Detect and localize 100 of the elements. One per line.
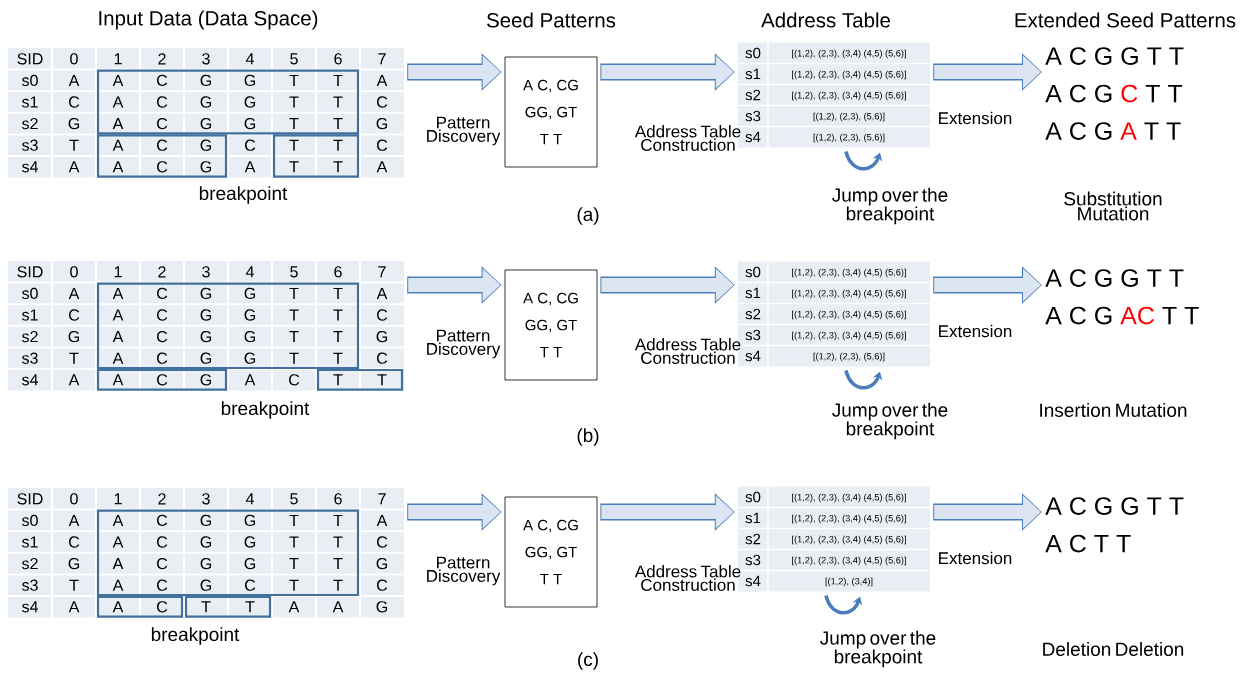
sequence-id: s3 (22, 139, 38, 151)
base-letter: G (200, 117, 212, 130)
column-number: 1 (114, 493, 122, 505)
address-list: [(1,2), (2,3), (3,4) (4,5) (5,6)] (792, 70, 906, 80)
base-letter: G (244, 117, 256, 130)
edge-label: Address Table Construction (634, 338, 741, 364)
base-letter: A (244, 374, 256, 386)
base-letter: C (377, 139, 388, 151)
base-letter: G (376, 330, 388, 343)
base-letter: A (112, 374, 124, 386)
base-letter: C (157, 557, 168, 570)
address-list: [(1,2), (2,3), (3,4) (4,5) (5,6)] (792, 535, 906, 545)
sequence-id: s1 (22, 96, 38, 108)
base-letter: C (377, 96, 388, 108)
base-letter: A (68, 514, 80, 526)
base-letter: T (201, 601, 211, 613)
sequence-id: s2 (745, 89, 761, 101)
base-letter: T (333, 118, 343, 130)
base-letter: G (68, 557, 80, 570)
base-letter: T (69, 139, 79, 151)
column-number: 2 (158, 493, 166, 505)
sequence-id: s0 (745, 47, 761, 59)
sequence-id: s1 (745, 68, 761, 80)
column-number: 6 (334, 53, 342, 65)
sequence-id: s4 (22, 601, 38, 613)
base-letter: T (377, 374, 387, 386)
base-letter: A (288, 601, 300, 613)
base-letter: A (112, 352, 124, 364)
base-letter: T (333, 96, 343, 108)
column-number: 5 (290, 493, 298, 505)
sequence-id: s2 (745, 308, 761, 320)
base-letter: T (289, 558, 299, 570)
base-letter: A (68, 287, 80, 299)
panel-letter: (c) (578, 652, 598, 670)
base-letter: G (200, 536, 212, 548)
sequence-id: s3 (745, 554, 761, 566)
mutation-caption: Substitution Mutation (1064, 191, 1162, 221)
base-letter: A (68, 74, 80, 86)
base-letter: A (332, 601, 344, 613)
base-letter: G (200, 557, 212, 570)
base-letter: T (333, 309, 343, 321)
seed-pattern-box: A C, CG GG, GT T T (504, 56, 598, 168)
base-letter: A (112, 118, 124, 130)
address-list: [(1,2), (2,3), (5,6)] (813, 133, 885, 143)
base-letter: G (200, 309, 212, 321)
column-number: 0 (70, 493, 78, 505)
base-letter: G (200, 579, 212, 591)
base-letter: C (377, 579, 388, 591)
address-list: [(1,2), (2,3), (5,6)] (813, 112, 885, 122)
seed-pattern-box: A C, CG GG, GT T T (504, 496, 598, 608)
edge-label: Address Table Construction (634, 565, 741, 591)
base-letter: C (157, 352, 168, 364)
address-list: [(1,2), (2,3), (3,4) (4,5) (5,6)] (792, 49, 906, 59)
column-number: 1 (114, 266, 122, 278)
sequence-id: s0 (22, 287, 38, 300)
base-letter: A (112, 74, 124, 86)
base-letter: T (333, 161, 343, 173)
pattern-text: A C G G T T A C G AC T T (1045, 269, 1199, 325)
sequence-id: s2 (22, 557, 38, 570)
base-letter: C (157, 96, 168, 108)
base-letter: G (244, 309, 256, 321)
base-letter: G (244, 330, 256, 343)
sequence-id: s0 (22, 74, 38, 87)
column-number: 4 (245, 53, 254, 65)
sequence-id: s1 (22, 536, 38, 548)
sequence-id: s4 (745, 575, 761, 587)
sequence-id: s2 (745, 533, 761, 545)
base-letter: T (289, 74, 299, 86)
address-list: [(1,2), (2,3), (3,4) (4,5) (5,6)] (792, 289, 906, 299)
pattern-text: A C G G T T A C T T (1045, 497, 1184, 553)
base-letter: T (289, 352, 299, 364)
base-letter: T (289, 161, 299, 173)
base-letter: C (245, 139, 256, 151)
base-letter: T (289, 536, 299, 548)
column-number: 2 (158, 53, 166, 65)
base-letter: T (333, 74, 343, 86)
sequence-id: s3 (22, 579, 38, 591)
breakpoint-label: breakpoint (199, 186, 288, 204)
base-letter: A (112, 287, 124, 299)
column-title: Extended Seed Patterns (1015, 12, 1236, 28)
sequence-id: SID (17, 53, 43, 65)
base-letter: C (157, 536, 168, 548)
base-letter: T (333, 287, 343, 299)
base-letter: G (200, 96, 212, 108)
base-letter: C (157, 309, 168, 321)
base-letter: T (289, 96, 299, 108)
base-letter: G (244, 96, 256, 108)
edge-label: Pattern Discovery (427, 116, 501, 146)
address-list: [(1,2), (2,3), (3,4) (4,5) (5,6)] (792, 91, 906, 101)
base-letter: T (289, 139, 299, 151)
base-letter: C (377, 309, 388, 321)
base-letter: C (157, 579, 168, 591)
base-letter: C (377, 536, 388, 548)
base-letter: A (244, 161, 256, 173)
sequence-id: s3 (22, 352, 38, 364)
base-letter: A (112, 161, 124, 173)
base-letter: G (200, 287, 212, 300)
base-letter: G (200, 161, 212, 173)
base-letter: T (333, 514, 343, 526)
mutation-caption: Deletion Deletion (1043, 642, 1184, 656)
